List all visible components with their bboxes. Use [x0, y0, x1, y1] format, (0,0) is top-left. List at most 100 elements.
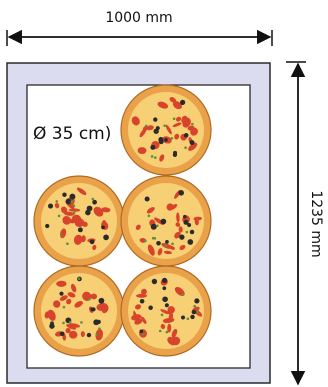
pizza-olive	[153, 128, 159, 134]
pizza-olive	[187, 239, 194, 245]
pizza-sauce	[157, 101, 169, 109]
pizza-olive	[162, 286, 167, 291]
pizza-sauce	[166, 203, 174, 211]
pizza-olive	[86, 332, 92, 338]
pizza-herb	[141, 333, 145, 336]
pizza-olive	[49, 323, 55, 329]
pizza-sauce	[141, 316, 147, 324]
pizza-sauce	[163, 250, 172, 255]
pizza	[33, 175, 125, 267]
pizza-sauce	[174, 133, 180, 140]
pizza-olive	[91, 307, 96, 312]
pizza-olive	[69, 193, 76, 200]
pizza-sauce	[62, 216, 71, 225]
pizza-olive	[103, 234, 109, 241]
pizza-sauce	[172, 101, 182, 110]
pizza-sauce	[160, 323, 166, 330]
pizza-olive	[45, 223, 50, 229]
pizza-olive	[189, 140, 195, 146]
pizza	[33, 265, 125, 357]
pizza-olive	[158, 137, 164, 143]
pizza-olive	[150, 144, 156, 150]
pizza-herb	[66, 242, 69, 246]
pizza-olive	[180, 99, 186, 106]
pizza-olive	[89, 239, 95, 245]
pizza-herb	[196, 310, 200, 313]
pizza-sauce	[68, 208, 81, 212]
pizza-olive	[59, 291, 64, 296]
pizza-sauce	[93, 206, 104, 217]
pizza-olive	[187, 223, 192, 227]
pizza-herb	[55, 200, 59, 203]
pizza-sauce	[176, 212, 180, 223]
pizza-sauce	[182, 117, 191, 128]
pizza-olive	[151, 278, 158, 285]
pizza-olive	[48, 203, 54, 209]
pizza-sauce	[157, 248, 163, 256]
pizza-herb	[158, 329, 162, 333]
pizza-herb	[144, 239, 147, 243]
pizza-sauce	[92, 244, 97, 251]
pizza	[120, 84, 212, 176]
pizza-sauce	[63, 211, 75, 216]
pizza-sauce	[101, 304, 109, 314]
pizza	[120, 175, 212, 267]
pizza-olive	[164, 303, 169, 308]
pizza-sauce	[171, 328, 178, 338]
pizza-herb	[151, 236, 155, 240]
pizza-olive	[77, 227, 83, 233]
pizza-herb	[163, 124, 166, 127]
pizza-sauce	[66, 298, 72, 305]
pizza-sauce	[54, 203, 60, 209]
pizza-sauce	[179, 244, 186, 251]
pizza-olive	[165, 240, 169, 244]
pizza-sauce	[135, 304, 142, 310]
pizza-sauce	[159, 154, 165, 162]
pizza-sauce	[178, 226, 183, 233]
pizza-sauce	[147, 244, 155, 256]
pizza-herb	[170, 136, 174, 140]
pizza-sauce	[169, 245, 175, 250]
pizza-sauce	[139, 128, 147, 138]
pizza-herb	[165, 330, 169, 334]
pizza-olive	[139, 298, 145, 304]
pizza-olive	[172, 152, 178, 157]
pizza-olive	[162, 296, 168, 303]
pizza-herb	[164, 244, 167, 248]
pizza-sauce	[59, 295, 68, 301]
pizza-sauce	[167, 306, 175, 314]
pizza-herb	[181, 293, 184, 296]
pizza-olive	[183, 133, 189, 138]
pizza-olive	[191, 309, 197, 315]
pizza-sauce	[47, 309, 56, 321]
pizza-herb	[186, 317, 190, 321]
pizza-sauce	[73, 234, 83, 245]
pizza-herb	[147, 214, 151, 218]
pizza-herb	[62, 321, 65, 325]
pizza-sauce	[135, 224, 141, 230]
pizza-herb	[184, 146, 187, 150]
pizza-herb	[144, 124, 148, 128]
pizza-herb	[156, 224, 159, 228]
pizza-sauce	[136, 293, 148, 298]
pizza-olive	[50, 321, 54, 326]
pizza-sauce	[68, 330, 78, 339]
pizza	[120, 265, 212, 357]
pizza-olive	[101, 225, 105, 230]
pizza-herb	[62, 305, 66, 309]
pizza-sauce	[131, 116, 140, 126]
pizza-sauce	[175, 222, 181, 227]
pizza-herb	[154, 156, 157, 159]
pizza-herb	[191, 122, 194, 126]
pizza-olive	[161, 277, 168, 284]
pizza-olive	[93, 319, 100, 326]
pizza-sauce	[167, 323, 172, 333]
pizza-olive	[160, 218, 167, 225]
pizza-olive	[98, 297, 105, 304]
diameter-label: Ø 35 cm)	[33, 124, 111, 144]
pizza-sauce	[146, 207, 155, 214]
pizza-sauce	[190, 127, 198, 136]
pizza-olive	[92, 199, 97, 205]
pizza-olive	[62, 192, 67, 197]
pizza-sauce	[67, 218, 76, 224]
